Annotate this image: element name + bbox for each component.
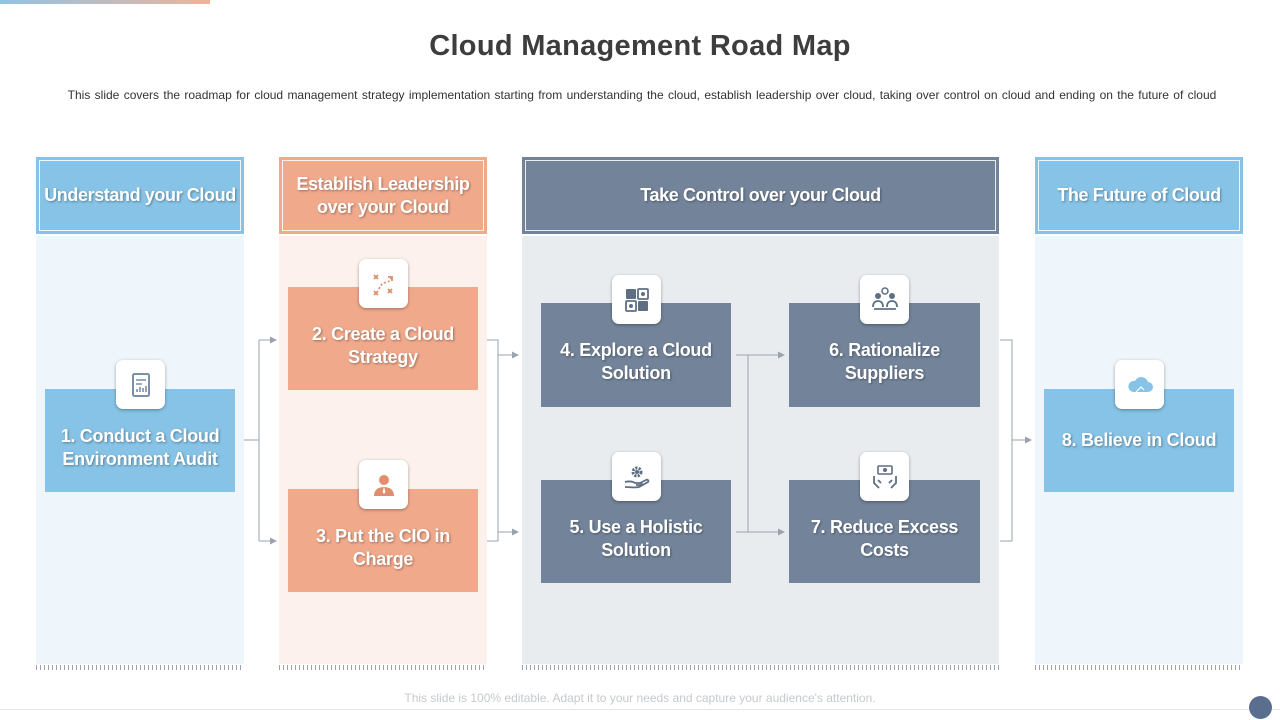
step-3-label: 3. Put the CIO in Charge [316,525,450,569]
cloud-icon [1115,360,1164,409]
footer-note: This slide is 100% editable. Adapt it to… [404,691,876,705]
audit-report-icon [116,360,165,409]
strategy-plan-icon [359,259,408,308]
column-header-label: Understand your Cloud [39,160,241,231]
step-6-label: 6. Rationalize Suppliers [829,340,940,383]
slide-subtitle: This slide covers the roadmap for cloud … [67,88,1217,102]
suppliers-meeting-icon [860,275,909,324]
column-header-future: The Future of Cloud [1035,157,1243,234]
column-header-label: The Future of Cloud [1038,160,1240,231]
step-7-label: 7. Reduce Excess Costs [810,516,959,560]
column-3-dotted-rule [522,665,999,670]
step-5-label: 5. Use a Holistic Solution [569,516,703,560]
step-8-label: 8. Believe in Cloud [1061,430,1217,450]
column-2-dotted-rule [279,665,487,670]
column-header-leadership: Establish Leadership over your Cloud [279,157,487,234]
column-1-dotted-rule [36,665,244,670]
money-hands-icon [860,452,909,501]
step-2-label: 2. Create a Cloud Strategy [312,323,454,367]
step-1-label: 1. Conduct a Cloud Environment Audit [60,425,220,469]
person-icon [359,460,408,509]
column-header-control: Take Control over your Cloud [522,157,999,234]
column-header-label: Take Control over your Cloud [525,160,996,231]
solution-grid-icon [612,275,661,324]
step-4-label: 4. Explore a Cloud Solution [560,340,712,383]
column-header-label: Establish Leadership over your Cloud [282,160,484,231]
column-header-understand: Understand your Cloud [36,157,244,234]
footer-divider [0,709,1280,710]
gear-hand-icon [612,452,661,501]
corner-dot [1249,696,1272,719]
top-accent-bar [0,0,210,4]
slide-title: Cloud Management Road Map [429,30,851,62]
column-4-dotted-rule [1035,665,1243,670]
